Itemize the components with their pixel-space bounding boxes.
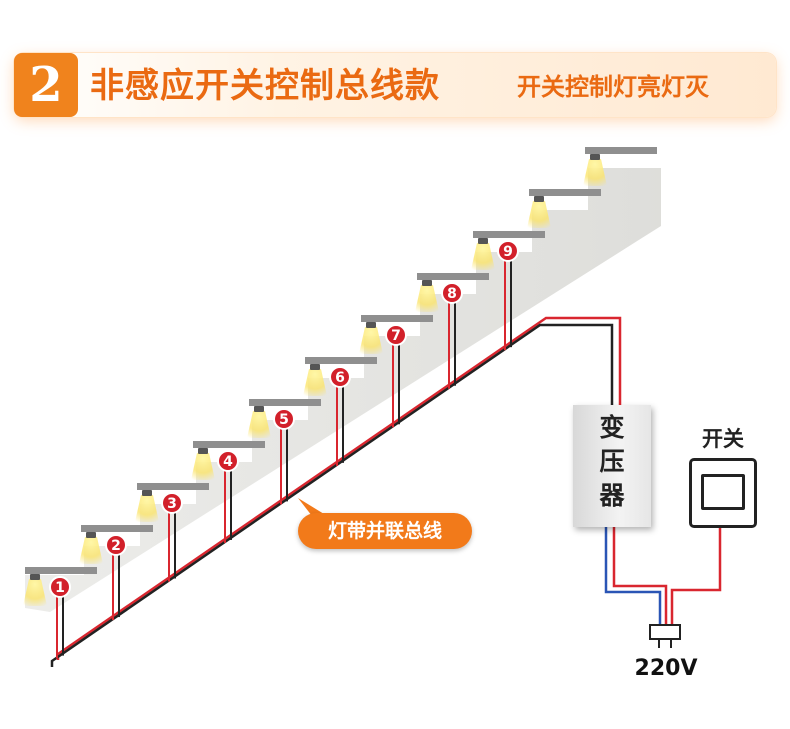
stair-tread: [305, 357, 377, 364]
stair-tread: [249, 399, 321, 406]
lamp-number-badge: [105, 534, 127, 556]
light-glow: [359, 327, 383, 354]
step-lights: [23, 154, 607, 606]
lamp-number-badge: [217, 450, 239, 472]
light-glow: [247, 411, 271, 438]
wall-switch[interactable]: [689, 458, 757, 528]
bus-label: 灯带并联总线: [298, 513, 472, 549]
lamp-number: 4: [223, 454, 233, 470]
lamp-number: 1: [55, 580, 65, 596]
header-banner: [14, 53, 776, 117]
light-fixture: [198, 448, 208, 454]
light-fixture: [310, 364, 320, 370]
lamp-number: 5: [279, 412, 289, 428]
power-plug: [649, 624, 681, 640]
light-fixture: [254, 406, 264, 412]
light-glow: [527, 201, 551, 228]
lamp-number: 6: [335, 370, 345, 386]
voltage-label: 220V: [634, 656, 698, 681]
light-glow: [415, 285, 439, 312]
switch-wire: [670, 525, 722, 625]
light-glow: [135, 495, 159, 522]
mains-wire-live: [612, 527, 668, 625]
light-fixture: [366, 322, 376, 328]
stair-tread: [25, 567, 97, 574]
wires: [50, 251, 722, 667]
lamp-number: 8: [447, 286, 457, 302]
bus-wire-negative: [50, 323, 614, 667]
lamp-number-badge: [49, 576, 71, 598]
lamp-number-badge: [385, 324, 407, 346]
light-fixture: [422, 280, 432, 286]
lamp-number-badge: [497, 240, 519, 262]
light-fixture: [142, 490, 152, 496]
light-fixture: [590, 154, 600, 160]
lamp-number: 3: [167, 496, 177, 512]
lamp-badges: 1 2 3 4 5 6 7 8 9: [49, 240, 519, 598]
stair-tread: [361, 315, 433, 322]
light-glow: [583, 159, 607, 186]
step-number: 2: [14, 53, 78, 117]
light-fixture: [534, 196, 544, 202]
transformer-label-text: 变 压 器: [599, 413, 625, 510]
light-glow: [471, 243, 495, 270]
lamp-number-badge: [329, 366, 351, 388]
lamp-number-badge: [161, 492, 183, 514]
lamp-number: 2: [111, 538, 121, 554]
stair-tread: [585, 147, 657, 154]
stair-tread: [529, 189, 601, 196]
switch-label: 开关: [702, 427, 744, 451]
page-title: 非感应开关控制总线款: [90, 66, 440, 106]
transformer: 变 压 器: [573, 405, 651, 527]
lamp-number-badge: [441, 282, 463, 304]
light-glow: [79, 537, 103, 564]
light-fixture: [478, 238, 488, 244]
light-glow: [23, 579, 47, 606]
bus-label-pointer: [298, 498, 324, 516]
stair-tread: [193, 441, 265, 448]
page-subtitle: 开关控制灯亮灯灭: [517, 73, 709, 101]
stair-tread: [81, 525, 153, 532]
switch-rocker[interactable]: [701, 474, 745, 510]
light-glow: [303, 369, 327, 396]
stair-tread: [473, 231, 545, 238]
light-glow: [191, 453, 215, 480]
stair-tread: [417, 273, 489, 280]
mains-wire-neutral: [604, 527, 662, 625]
lamp-number-badge: [273, 408, 295, 430]
stair-tread: [137, 483, 209, 490]
transformer-label: 变 压 器: [573, 411, 651, 513]
light-fixture: [86, 532, 96, 538]
light-fixture: [30, 574, 40, 580]
lamp-number: 9: [503, 244, 513, 260]
stair-steps: [25, 147, 657, 574]
lamp-number: 7: [391, 328, 401, 344]
